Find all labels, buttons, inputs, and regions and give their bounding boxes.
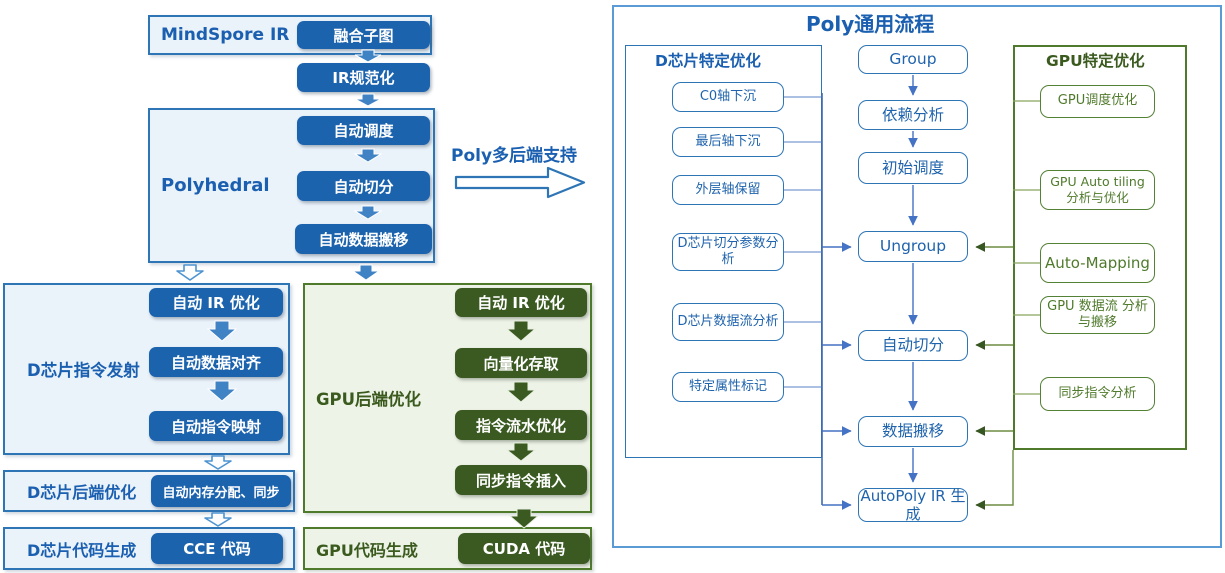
auto-mapping-box: Auto-Mapping <box>1040 243 1155 283</box>
d-instruction-label: D芯片指令发射 <box>27 361 140 380</box>
gpu-auto-ir-opt-box: 自动 IR 优化 <box>455 288 587 317</box>
down-arrow-green-icon <box>505 320 540 529</box>
gpu-dataflow-move-box: GPU 数据流 分析与搬移 <box>1040 296 1155 334</box>
d-specific-connector-lines <box>784 96 822 388</box>
auto-schedule-box: 自动调度 <box>297 116 430 145</box>
gpu-specific-title: GPU特定优化 <box>1046 52 1145 70</box>
gpu-codegen-label: GPU代码生成 <box>316 540 418 560</box>
gpu-specific-connector-lines <box>1013 100 1040 395</box>
auto-tiling-pipeline-box: 自动切分 <box>858 330 968 361</box>
sync-instr-analysis-box: 同步指令分析 <box>1040 377 1155 411</box>
last-axis-sink-box: 最后轴下沉 <box>672 127 784 157</box>
cce-code-box: CCE 代码 <box>151 533 283 564</box>
gpu-schedule-opt-box: GPU调度优化 <box>1040 85 1155 118</box>
green-arrow-lines <box>975 242 1014 510</box>
d-backend-label: D芯片后端优化 <box>27 483 137 502</box>
right-block-arrow-icon <box>454 166 586 199</box>
ir-normalize-box: IR规范化 <box>297 63 430 92</box>
outer-axis-keep-box: 外层轴保留 <box>672 175 784 205</box>
c0-axis-sink-box: C0轴下沉 <box>672 82 784 112</box>
autopoly-ir-gen-box: AutoPoly IR 生成 <box>858 487 968 523</box>
d-auto-instr-map-box: 自动指令映射 <box>149 411 283 441</box>
gpu-auto-tiling-analysis-box: GPU Auto tiling 分析与优化 <box>1040 170 1155 210</box>
data-move-pipeline-box: 数据搬移 <box>858 416 968 447</box>
group-box: Group <box>858 45 968 74</box>
poly-common-flow-title: Poly通用流程 <box>806 11 935 36</box>
polyhedral-label: Polyhedral <box>161 175 270 196</box>
ungroup-box: Ungroup <box>858 231 968 262</box>
d-auto-ir-opt-box: 自动 IR 优化 <box>149 288 283 317</box>
down-arrow-hollow-icon <box>176 264 232 527</box>
blue-arrow-lines <box>822 242 852 510</box>
d-tiling-param-analysis-box: D芯片切分参数分析 <box>672 233 784 271</box>
down-arrow-icon <box>206 49 383 402</box>
dependency-analysis-box: 依赖分析 <box>858 100 968 130</box>
initial-schedule-box: 初始调度 <box>858 152 968 184</box>
gpu-sync-insert-box: 同步指令插入 <box>455 465 587 495</box>
d-specific-title: D芯片特定优化 <box>655 52 761 70</box>
gpu-vectorize-box: 向量化存取 <box>455 348 587 378</box>
d-dataflow-analysis-box: D芯片数据流分析 <box>672 303 784 341</box>
poly-multi-backend-label: Poly多后端支持 <box>451 145 578 166</box>
fused-subgraph-box: 融合子图 <box>297 21 430 49</box>
d-mem-sync-box: 自动内存分配、同步 <box>151 475 291 507</box>
cuda-code-box: CUDA 代码 <box>458 533 590 564</box>
d-codegen-label: D芯片代码生成 <box>27 540 137 560</box>
auto-tiling-box: 自动切分 <box>297 171 430 201</box>
specific-attr-mark-box: 特定属性标记 <box>672 372 784 402</box>
mindspore-ir-label: MindSpore IR <box>161 25 290 45</box>
gpu-backend-label: GPU后端优化 <box>316 390 422 409</box>
d-auto-data-align-box: 自动数据对齐 <box>149 347 283 377</box>
gpu-instr-pipeline-box: 指令流水优化 <box>455 410 587 440</box>
auto-data-move-box: 自动数据搬移 <box>295 224 432 254</box>
